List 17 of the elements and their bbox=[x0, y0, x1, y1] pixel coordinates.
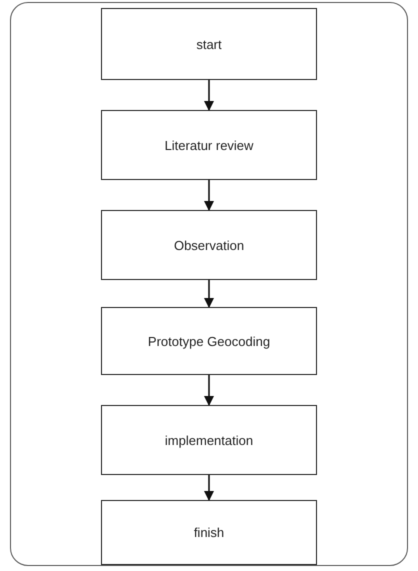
arrow bbox=[204, 475, 214, 501]
box-label: Observation bbox=[172, 238, 246, 252]
process-box bbox=[101, 500, 317, 565]
process-box bbox=[101, 8, 317, 80]
box-label: Literatur review bbox=[164, 138, 254, 152]
box-label: implementation bbox=[164, 432, 254, 448]
process-box bbox=[101, 405, 317, 475]
box-label: start bbox=[195, 36, 223, 52]
box-label: finish bbox=[192, 525, 226, 540]
process-box bbox=[101, 210, 317, 280]
arrow bbox=[204, 180, 214, 211]
process-box bbox=[101, 307, 317, 375]
process-box bbox=[101, 110, 317, 180]
box-label: Prototype Geocoding bbox=[146, 334, 272, 348]
arrow bbox=[204, 375, 214, 406]
arrow bbox=[204, 80, 214, 111]
arrow bbox=[204, 280, 214, 308]
